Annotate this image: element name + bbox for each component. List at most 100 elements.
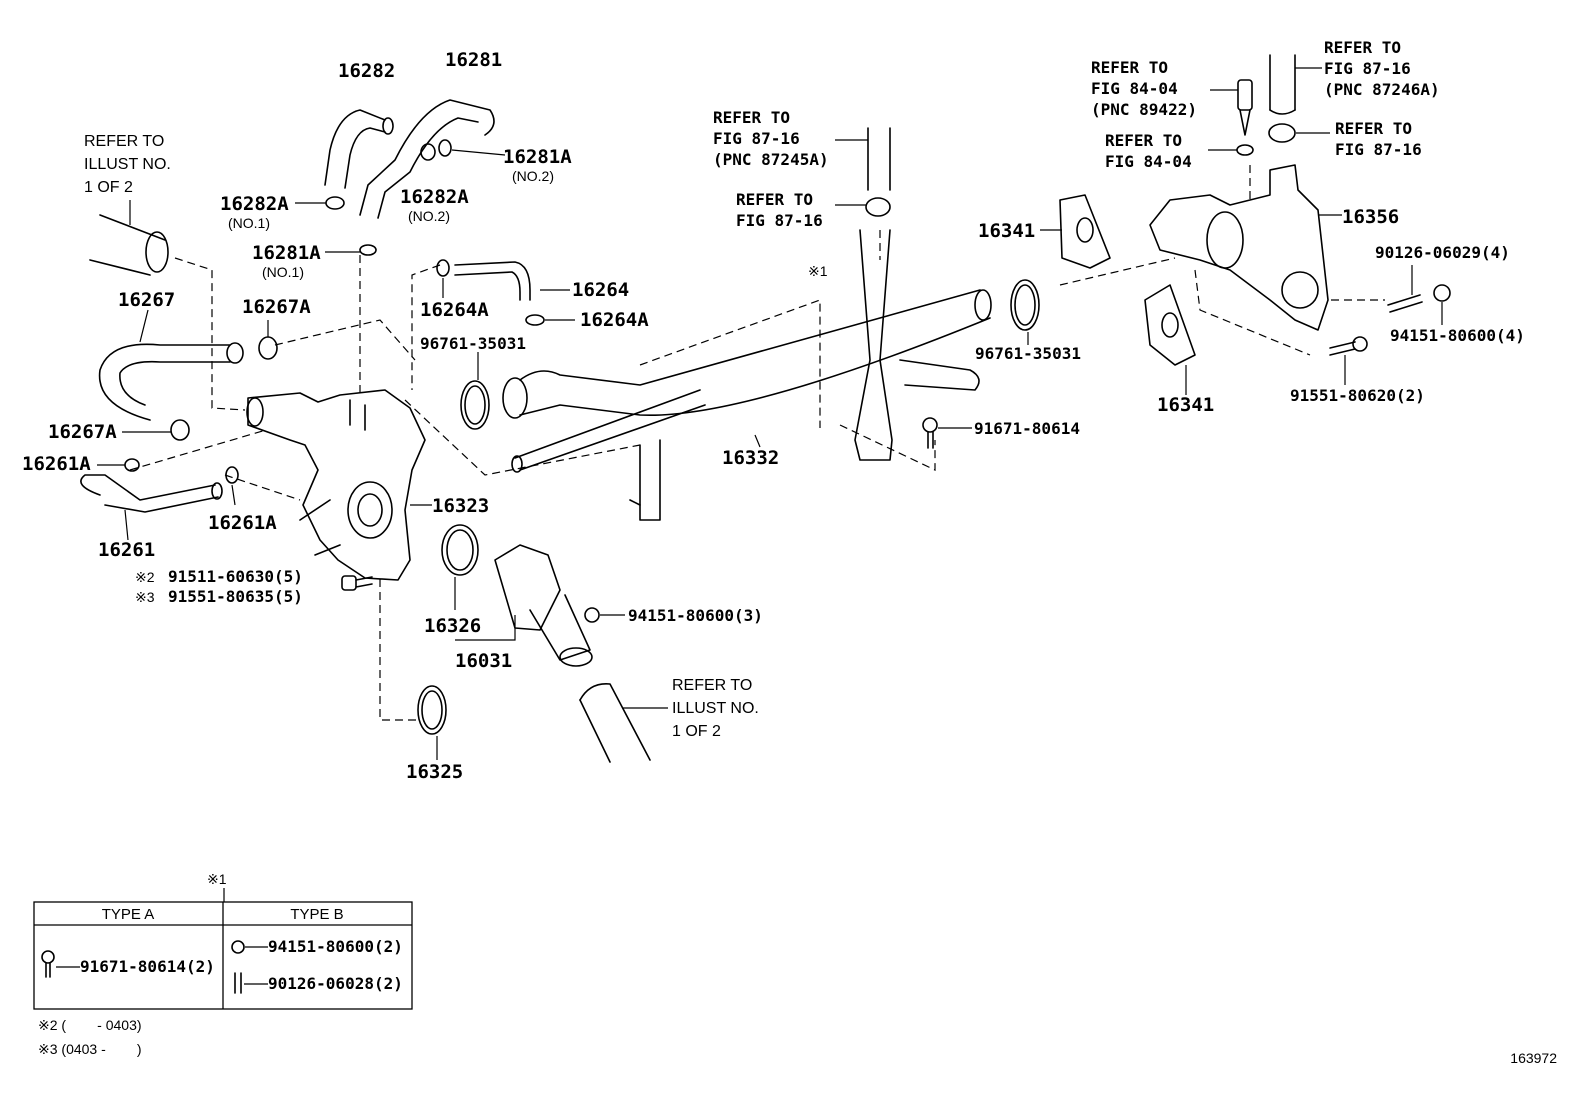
label-91551-80635: 91551-80635(5) [168, 587, 303, 606]
clamp-16281A-no1[interactable] [325, 244, 377, 256]
o-ring-16325[interactable] [417, 685, 447, 760]
hose-16264[interactable] [454, 261, 570, 301]
gasket-16341-top[interactable] [1040, 194, 1111, 269]
hose-16282[interactable] [324, 109, 394, 189]
hose-refer-fig87-16-pnc87245A [835, 127, 891, 191]
refer-fig87-16-pnc87246A-line1: REFER TO [1324, 38, 1401, 57]
illustration-id: 163972 [1510, 1050, 1557, 1066]
gasket-16341-bottom[interactable] [1144, 284, 1196, 395]
label-16325: 16325 [406, 761, 463, 783]
table-bolt-icon [41, 950, 55, 978]
gasket-96761-left[interactable] [460, 352, 490, 430]
label-96761-right: 96761-35031 [975, 344, 1081, 363]
refer-fig87-16-a-line1: REFER TO [736, 190, 813, 209]
label-no1-b: (NO.1) [262, 264, 304, 280]
clamp-16261A-left[interactable] [97, 458, 140, 472]
refer-fig84-04-pnc89422-line2: FIG 84-04 [1091, 79, 1178, 98]
label-91551-2: 91551-80620(2) [1290, 386, 1425, 405]
label-16031: 16031 [455, 650, 512, 672]
water-bypass-pipe-16332[interactable] [502, 229, 992, 521]
clamp-16267A-left[interactable] [122, 419, 190, 441]
refer-fig87-16-b-line1: REFER TO [1335, 119, 1412, 138]
refer-fig84-04-pnc89422-line1: REFER TO [1091, 58, 1168, 77]
refer-illust-top-line2: ILLUST NO. [84, 156, 171, 173]
label-16281A-no1: 16281A [252, 242, 321, 264]
label-16261A-left: 16261A [22, 453, 91, 475]
table-stud-icon [234, 972, 242, 994]
hose-16261[interactable] [80, 474, 223, 541]
clamp-16261A-bottom[interactable] [225, 466, 239, 506]
refer-fig84-04-line1: REFER TO [1105, 131, 1182, 150]
refer-illust-top-line1: REFER TO [84, 133, 164, 150]
pipe-refer-illust-top [89, 200, 169, 276]
label-16332: 16332 [722, 447, 779, 469]
bolt-91511-91551[interactable] [341, 575, 373, 591]
clamp-16264A-a[interactable] [436, 259, 450, 298]
hose-16267[interactable] [98, 309, 244, 421]
footnote-mark2: ※2 ( - 0403) [38, 1017, 142, 1033]
clamp-16267A-top[interactable] [258, 320, 278, 360]
footnotes: ※2 ( - 0403) ※3 (0403 - ) [38, 1017, 142, 1057]
label-16341-top: 16341 [978, 220, 1035, 242]
bolt-91551-80620[interactable] [1329, 336, 1368, 385]
stud-90126-06029[interactable] [1387, 265, 1423, 313]
label-16264A-a: 16264A [420, 299, 489, 321]
gasket-refer-fig84-04 [1208, 144, 1254, 156]
label-16282A-no1: 16282A [220, 193, 289, 215]
refer-illust-top-line3: 1 OF 2 [84, 179, 133, 196]
label-mark1: ※1 [808, 263, 828, 279]
label-16264A-b: 16264A [580, 309, 649, 331]
label-16356: 16356 [1342, 206, 1399, 228]
refer-illust-bottom-line2: ILLUST NO. [672, 700, 759, 717]
label-94151-3: 94151-80600(3) [628, 606, 763, 625]
label-16323: 16323 [432, 495, 489, 517]
part-labels: 16282 16281 16281A (NO.2) 16282A (NO.1) … [22, 49, 1525, 783]
hose-16281[interactable] [359, 99, 495, 219]
refer-fig87-16-pnc87245A-line1: REFER TO [713, 108, 790, 127]
water-outlet-16356[interactable] [1149, 164, 1342, 331]
label-94151-4: 94151-80600(4) [1390, 326, 1525, 345]
label-mark3: ※3 [135, 589, 155, 605]
gasket-96761-right[interactable] [1010, 279, 1040, 345]
label-16267A-left: 16267A [48, 421, 117, 443]
nut-94151-80600-3[interactable] [584, 607, 625, 623]
label-16282: 16282 [338, 60, 395, 82]
table-col-type-a: TYPE A [102, 906, 155, 923]
label-16326: 16326 [424, 615, 481, 637]
bolt-91671-80614[interactable] [922, 417, 972, 449]
refer-fig84-04-line2: FIG 84-04 [1105, 152, 1192, 171]
clamp-16281A-no2[interactable] [420, 139, 506, 161]
table-nut-icon [231, 940, 245, 954]
refer-fig87-16-pnc87245A-line2: FIG 87-16 [713, 129, 800, 148]
clamp-16282A-no1[interactable] [295, 196, 345, 210]
table-col-type-b: TYPE B [290, 906, 343, 923]
label-no2-a: (NO.2) [512, 168, 554, 184]
label-16281A-no2: 16281A [503, 146, 572, 168]
footnote-mark3: ※3 (0403 - ) [38, 1041, 142, 1057]
refer-fig87-16-a-line2: FIG 87-16 [736, 211, 823, 230]
table-type-b-part2: 90126-06028(2) [268, 974, 403, 993]
sensor-refer-fig84-04 [1210, 79, 1253, 136]
o-ring-16326[interactable] [441, 524, 479, 610]
variant-table: ※1 TYPE A TYPE B 91671-80614(2) 94151-80… [33, 871, 413, 1010]
label-16341-bottom: 16341 [1157, 394, 1214, 416]
clamp-refer-fig87-16-a [835, 197, 891, 217]
table-mark1: ※1 [207, 871, 227, 887]
refer-fig87-16-pnc87246A-line2: FIG 87-16 [1324, 59, 1411, 78]
label-16261A-bottom: 16261A [208, 512, 277, 534]
refer-illust-bottom-line1: REFER TO [672, 677, 752, 694]
refer-fig87-16-b-line2: FIG 87-16 [1335, 140, 1422, 159]
thermostat-housing-16031[interactable] [455, 544, 593, 667]
refer-notes: REFER TO ILLUST NO. 1 OF 2 REFER TO ILLU… [84, 38, 1440, 740]
refer-fig87-16-pnc87246A-line3: (PNC 87246A) [1324, 80, 1440, 99]
label-96761-left: 96761-35031 [420, 334, 526, 353]
water-inlet-housing-16323[interactable] [246, 389, 432, 581]
label-16281: 16281 [445, 49, 502, 71]
nut-94151-80600-4[interactable] [1433, 284, 1451, 325]
clamp-16264A-b[interactable] [525, 314, 575, 326]
label-16267A-top: 16267A [242, 296, 311, 318]
label-16282A-no2: 16282A [400, 186, 469, 208]
table-type-a-part: 91671-80614(2) [80, 957, 215, 976]
label-no1-a: (NO.1) [228, 215, 270, 231]
